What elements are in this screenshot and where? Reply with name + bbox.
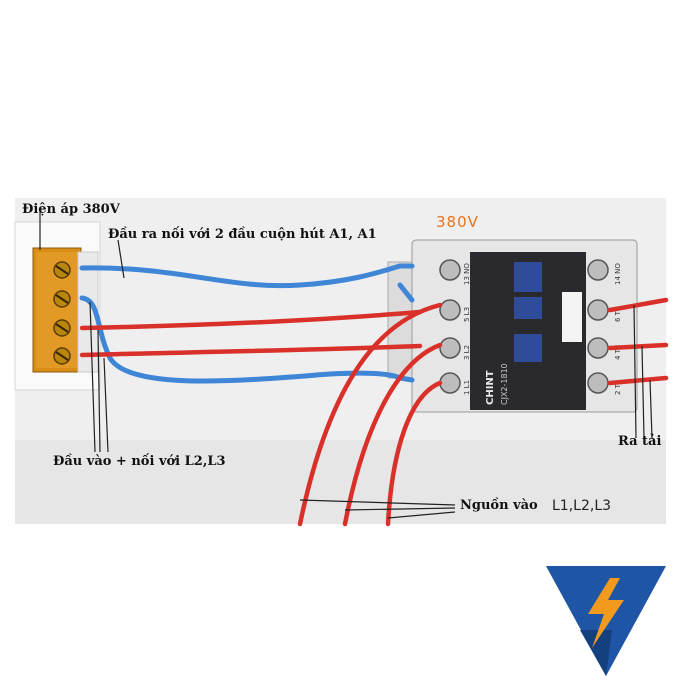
blue-wire-top xyxy=(79,263,403,289)
terminal-left-2: 5 L3 xyxy=(463,307,471,322)
annotation-lines xyxy=(39,212,653,519)
terminal-left-3: 3 L2 xyxy=(463,345,471,360)
contactor-brand: CHINT xyxy=(485,370,496,405)
red-wire-left-1 xyxy=(79,309,423,331)
red-wire-source-2 xyxy=(342,342,443,527)
red-wire-source-1 xyxy=(297,302,443,527)
red-wire-out-2 xyxy=(607,342,669,351)
red-wire-out-1 xyxy=(607,297,669,313)
label-output-coil: Đầu ra nối với 2 đầu cuộn hút A1, A1 xyxy=(108,227,377,242)
brand-logo xyxy=(546,566,666,676)
lightning-bolt-icon xyxy=(588,578,624,648)
terminal-left-1: 13 NO xyxy=(463,263,471,285)
label-source-in: Nguồn vào xyxy=(460,498,538,513)
label-source-phases: L1,L2,L3 xyxy=(552,498,612,514)
red-wire-out-3 xyxy=(607,375,669,386)
label-out-load: Ra tải xyxy=(618,434,662,449)
label-voltage-top: Điện áp 380V xyxy=(22,202,120,217)
contactor-model: CJX2-1810 xyxy=(500,363,509,405)
terminal-right-4: 2 T1 xyxy=(614,380,622,395)
terminal-right-1: 14 NO xyxy=(614,263,622,285)
label-input-plus: Đầu vào + nối với L2,L3 xyxy=(53,454,226,469)
red-wire-source-3 xyxy=(385,380,443,527)
terminal-right-2: 6 T3 xyxy=(614,307,622,322)
terminal-block xyxy=(14,221,101,391)
label-voltage-contactor: 380V xyxy=(436,213,479,231)
contactor-screws-left xyxy=(439,259,461,394)
terminal-right-3: 4 T2 xyxy=(614,345,622,360)
red-wires xyxy=(79,297,669,527)
terminal-left-4: 1 L1 xyxy=(463,380,471,395)
photo-shadow xyxy=(15,440,666,524)
terminal-screws xyxy=(53,261,71,365)
red-wire-left-2 xyxy=(79,343,423,358)
contactor: CHINT CJX2-1810 13 NO 5 L3 3 L2 1 L1 14 … xyxy=(387,239,638,413)
